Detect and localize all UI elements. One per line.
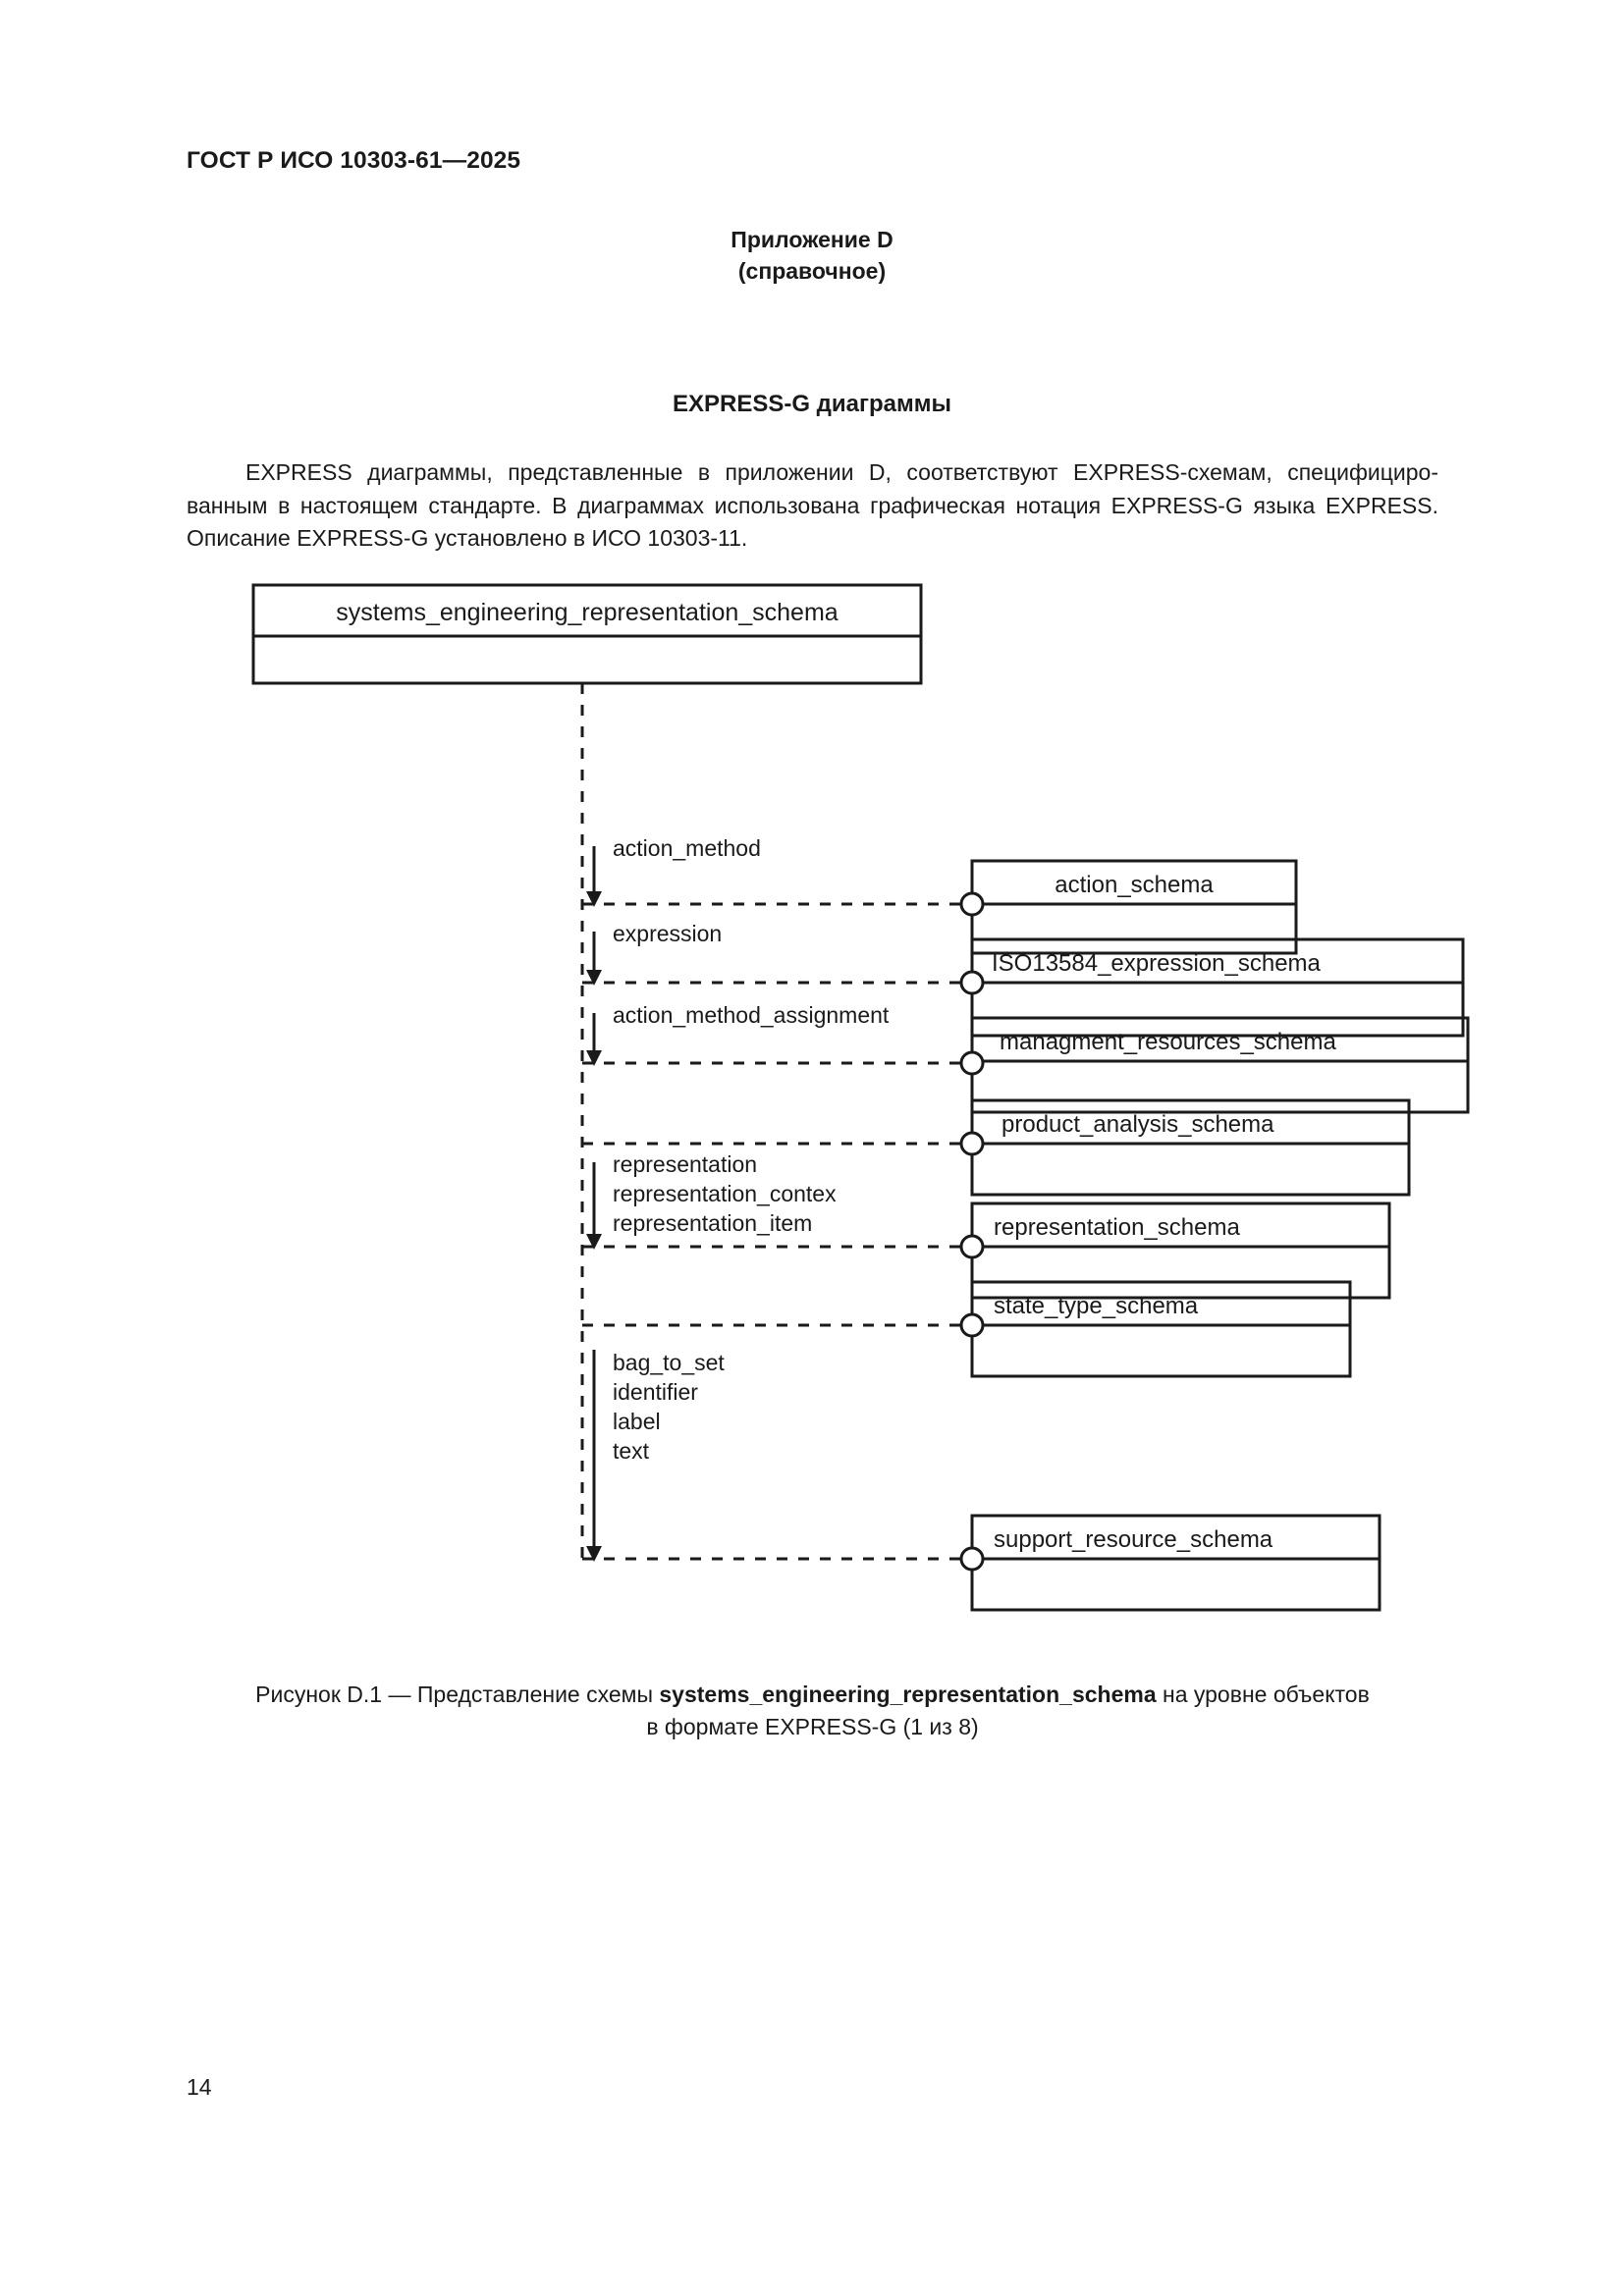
- arrow-head-managment-resources-schema: [586, 1050, 602, 1066]
- reference-circle-managment-resources-schema: [959, 1050, 985, 1076]
- figure-caption-suffix: на уровне объектов: [1156, 1682, 1370, 1707]
- arrow-head-representation-schema: [586, 1234, 602, 1250]
- reference-circle-action-schema: [959, 891, 985, 917]
- page-number: 14: [187, 2074, 212, 2100]
- section-title: EXPRESS-G диаграммы: [672, 391, 952, 417]
- role-label-action-method-assignment: action_method_assignment: [613, 1002, 890, 1028]
- figure-caption-schema: systems_engineering_representation_schem…: [659, 1682, 1157, 1707]
- express-g-diagram: systems_engineering_representation_schem…: [0, 569, 1624, 1644]
- intro-line-3: Описание EXPRESS-G установлено в ИСО 103…: [187, 525, 748, 551]
- role-label-representation: representation: [613, 1151, 757, 1177]
- reference-circle-state-type-schema: [959, 1312, 985, 1338]
- arrow-head-action-schema: [586, 891, 602, 907]
- schema-box-title-action-schema: action_schema: [1055, 872, 1214, 898]
- role-label-expression: expression: [613, 921, 722, 946]
- reference-circle-product-analysis-schema: [959, 1131, 985, 1156]
- intro-paragraph: EXPRESS диаграммы, представленные в прил…: [187, 456, 1438, 556]
- schema-box-root: systems_engineering_representation_schem…: [251, 583, 923, 685]
- reference-circle-iso13584-expression-schema: [959, 970, 985, 995]
- schema-ref-iso13584-expression-schema: expression ISO13584_expression_schema: [582, 921, 1465, 1038]
- reference-circle-representation-schema: [959, 1234, 985, 1259]
- schema-ref-support-resource-schema: bag_to_set identifier label text support…: [582, 1350, 1381, 1612]
- running-head: ГОСТ Р ИСО 10303-61—2025: [187, 147, 521, 174]
- role-label-text: text: [613, 1438, 650, 1464]
- intro-line-2: ванным в настоящем стандарте. В диаграмм…: [187, 492, 1438, 518]
- annex-heading: Приложение D (справочное): [0, 224, 1624, 287]
- role-label-identifier: identifier: [613, 1379, 698, 1405]
- schema-ref-action-schema: action_method action_schema: [582, 835, 1298, 955]
- role-label-representation-item: representation_item: [613, 1210, 812, 1236]
- intro-line-1-text: EXPRESS диаграммы, представленные в прил…: [245, 459, 1438, 485]
- schema-box-root-title: systems_engineering_representation_schem…: [336, 599, 839, 626]
- schema-box-title-managment-resources-schema: managment_resources_schema: [1000, 1029, 1336, 1055]
- role-label-label: label: [613, 1409, 661, 1434]
- role-label-bag-to-set: bag_to_set: [613, 1350, 725, 1375]
- annex-title: Приложение D: [731, 227, 893, 252]
- schema-ref-representation-schema: representation representation_contex rep…: [582, 1151, 1391, 1300]
- schema-box-title-representation-schema: representation_schema: [994, 1214, 1240, 1241]
- schema-ref-state-type-schema: state_type_schema: [582, 1280, 1352, 1378]
- annex-subtitle: (справочное): [737, 258, 887, 284]
- figure-caption-line2: в формате EXPRESS-G (1 из 8): [646, 1714, 979, 1739]
- schema-box-title-iso13584-expression-schema: ISO13584_expression_schema: [992, 950, 1322, 977]
- role-label-representation-contex: representation_contex: [613, 1181, 837, 1206]
- reference-circle-support-resource-schema: [959, 1546, 985, 1572]
- schema-box-title-state-type-schema: state_type_schema: [994, 1293, 1199, 1319]
- role-label-action-method: action_method: [613, 835, 761, 861]
- arrow-head-iso13584-expression-schema: [586, 970, 602, 986]
- figure-caption: Рисунок D.1 — Представление схемы system…: [187, 1679, 1438, 1743]
- schema-ref-product-analysis-schema: product_analysis_schema: [582, 1098, 1411, 1197]
- intro-line-1: EXPRESS диаграммы, представленные в прил…: [187, 456, 1438, 490]
- schema-ref-managment-resources-schema: action_method_assignment managment_resou…: [582, 1002, 1470, 1114]
- schema-box-title-product-analysis-schema: product_analysis_schema: [1001, 1111, 1274, 1138]
- express-g-canvas: systems_engineering_representation_schem…: [251, 583, 1470, 1612]
- figure-caption-prefix: Рисунок D.1 — Представление схемы: [255, 1682, 660, 1707]
- arrow-head-support-resource-schema: [586, 1546, 602, 1562]
- schema-box-title-support-resource-schema: support_resource_schema: [994, 1526, 1273, 1553]
